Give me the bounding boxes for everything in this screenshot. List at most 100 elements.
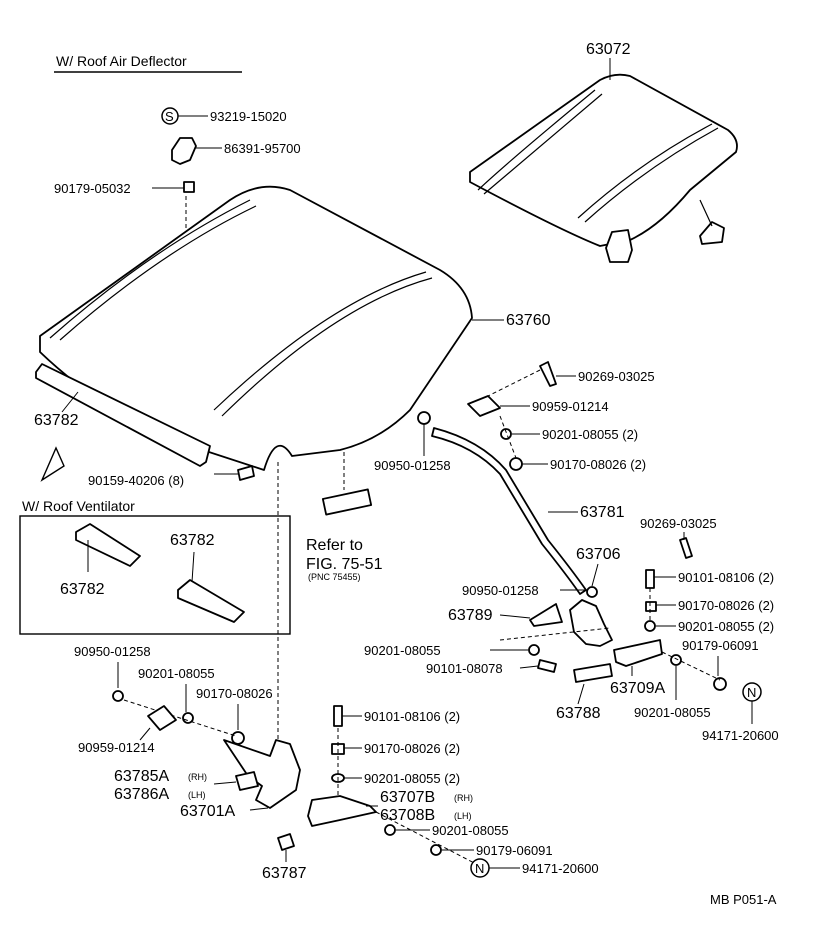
label-rh-2: (RH)	[454, 793, 473, 803]
dash-hinge-link	[499, 627, 611, 641]
dash-90269-a	[479, 369, 541, 401]
label-90201-08055-f: 90201-08055 (2)	[364, 771, 460, 786]
label-63781: 63781	[580, 504, 625, 521]
pad-63787	[277, 833, 295, 851]
hinge-63706	[569, 599, 613, 647]
label-rh-1: (RH)	[188, 772, 207, 782]
label-63760: 63760	[506, 312, 551, 329]
dash-lower-right	[375, 811, 481, 867]
nut-90170-b	[645, 601, 657, 612]
label-90959-01214-b: 90959-01214	[78, 740, 155, 755]
label-63072: 63072	[586, 41, 631, 58]
bolt-90101-a	[645, 569, 655, 589]
dash-right-stack-a	[499, 415, 517, 459]
leader-63788	[577, 683, 585, 705]
nut-90170-a	[509, 457, 523, 471]
leader-63782-main	[61, 391, 79, 413]
label-63789: 63789	[448, 607, 493, 624]
nut-90179-05032	[183, 181, 195, 193]
vent-rail-1	[75, 523, 141, 567]
label-90159-40206: 90159-40206 (8)	[88, 473, 184, 488]
label-90201-08055-g: 90201-08055	[432, 823, 509, 838]
leader-63706	[591, 563, 599, 587]
washer-90201-d	[670, 654, 682, 666]
hinge-63701a	[223, 739, 301, 809]
label-90201-08055-e: 90201-08055	[138, 666, 215, 681]
leader-63785a	[213, 781, 237, 785]
label-90269-03025-b: 90269-03025	[640, 516, 717, 531]
leader-63789	[499, 614, 531, 619]
n-mark-symbol-1: N	[747, 685, 756, 700]
bolt-90269-a	[539, 361, 557, 387]
label-63701a: 63701A	[180, 803, 235, 820]
label-90959-01214-a: 90959-01214	[532, 399, 609, 414]
label-63788: 63788	[556, 705, 601, 722]
label-90179-06091-b: 90179-06091	[682, 638, 759, 653]
dash-lower-left	[123, 699, 237, 737]
label-90201-08055-c: 90201-08055	[364, 643, 441, 658]
label-90950-01258-c: 90950-01258	[74, 644, 151, 659]
label-vent-63782-a: 63782	[60, 581, 105, 598]
washer-90201-a	[500, 428, 512, 440]
bolt-90101-c	[333, 705, 343, 727]
refer-label-plate	[321, 488, 373, 516]
roof-panel-63760	[39, 185, 473, 471]
nut-90179-b	[713, 677, 727, 691]
label-63785a: 63785A	[114, 768, 169, 785]
label-63782-main: 63782	[34, 412, 79, 429]
label-63787: 63787	[262, 865, 307, 882]
refer-line2: FIG. 75-51	[306, 556, 383, 573]
label-vent-63782-b: 63782	[170, 532, 215, 549]
hinge-63707b	[307, 795, 377, 827]
figure-code: MB P051-A	[710, 892, 777, 907]
leader-63701a	[249, 807, 269, 811]
screw-90159	[237, 465, 255, 481]
bolt-90101-b	[537, 659, 557, 673]
section-title-deflector: W/ Roof Air Deflector	[56, 53, 187, 69]
pad-63788	[573, 663, 613, 683]
bracket-90959-b	[147, 705, 177, 731]
section-title-ventilator: W/ Roof Ventilator	[22, 498, 135, 514]
hinge-63709a	[613, 639, 663, 667]
label-63706: 63706	[576, 546, 621, 563]
refer-line1: Refer to	[306, 537, 363, 554]
label-90269-03025-a: 90269-03025	[578, 369, 655, 384]
pad-63789	[529, 603, 563, 627]
bracket-90959-a	[467, 395, 501, 417]
dash-right-nut	[661, 651, 721, 681]
washer-90201-g	[384, 824, 396, 836]
s-mark-symbol: S	[165, 109, 174, 124]
rod-63781	[431, 427, 587, 595]
nut-90170-c	[231, 731, 245, 745]
leader-vent-63782-b	[191, 551, 195, 583]
label-90201-08055-d: 90201-08055	[634, 705, 711, 720]
label-94171-20600-b: 94171-20600	[522, 861, 599, 876]
washer-90201-b	[644, 620, 656, 632]
bracket-86391	[171, 137, 197, 165]
label-lh-2: (LH)	[454, 811, 472, 821]
label-90950-01258-a: 90950-01258	[374, 458, 451, 473]
label-86391-95700: 86391-95700	[224, 141, 301, 156]
label-63707b: 63707B	[380, 789, 435, 806]
label-90950-01258-b: 90950-01258	[462, 583, 539, 598]
leader-90101-b	[519, 665, 539, 669]
label-90101-08078: 90101-08078	[426, 661, 503, 676]
label-90170-08026-a: 90170-08026 (2)	[550, 457, 646, 472]
ventilator-box	[19, 515, 291, 635]
label-90179-06091-c: 90179-06091	[476, 843, 553, 858]
label-63709a: 63709A	[610, 680, 665, 697]
washer-90201-c	[528, 644, 540, 656]
grommet-90950-a	[417, 411, 431, 425]
nut-90179-c	[430, 844, 442, 856]
roof-deflector-63072	[469, 73, 738, 263]
label-94171-20600-a: 94171-20600	[702, 728, 779, 743]
washer-90201-e	[182, 712, 194, 724]
label-90170-08026-d: 90170-08026 (2)	[364, 741, 460, 756]
up-arrow-icon	[40, 446, 65, 482]
grommet-90950-b	[586, 586, 598, 598]
label-93219-15020: 93219-15020	[210, 109, 287, 124]
side-rail-63782	[35, 363, 211, 467]
refer-line3: (PNC 75455)	[308, 572, 361, 582]
